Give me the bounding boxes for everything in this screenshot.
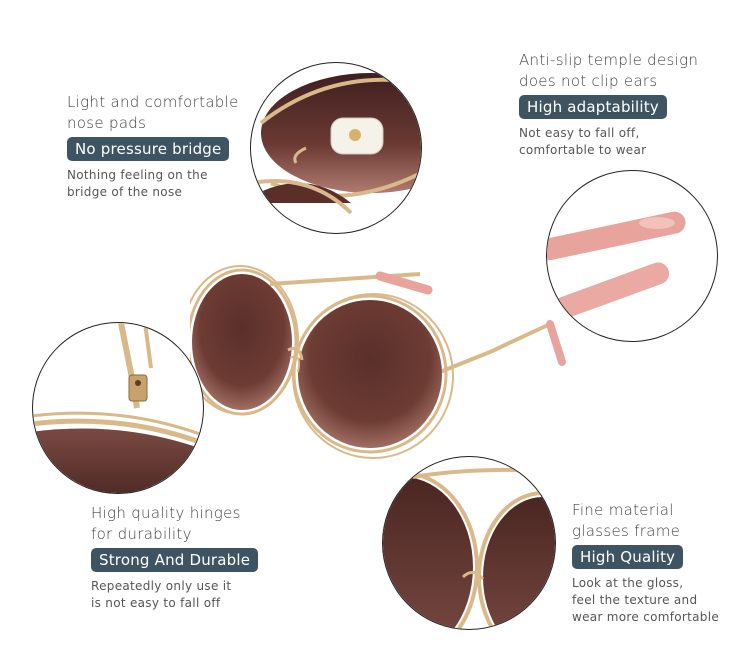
hinge-closeup-image xyxy=(32,322,204,494)
desc-line: Not easy to fall off, xyxy=(519,126,640,140)
desc-line: wear more comfortable xyxy=(572,610,720,624)
feature-title: High quality hinges for durability xyxy=(91,503,258,545)
feature-badge: No pressure bridge xyxy=(67,137,230,161)
feature-nose-pads: Light and comfortable nose pads No press… xyxy=(67,92,239,201)
title-line: Anti-slip temple design xyxy=(519,51,699,69)
feature-title: Light and comfortable nose pads xyxy=(67,92,239,134)
desc-line: Repeatedly only use it xyxy=(91,579,232,593)
title-line: High quality hinges xyxy=(91,504,241,522)
temple-tip-closeup-image xyxy=(546,170,718,342)
title-line: nose pads xyxy=(67,114,147,132)
desc-line: comfortable to wear xyxy=(519,143,647,157)
title-line: for durability xyxy=(91,525,192,543)
feature-badge: High adaptability xyxy=(519,95,667,119)
feature-description: Look at the gloss, feel the texture and … xyxy=(572,575,719,626)
title-line: does not clip ears xyxy=(519,72,658,90)
feature-anti-slip-temple: Anti-slip temple design does not clip ea… xyxy=(519,50,698,159)
feature-frame-material: Fine material glasses frame High Quality… xyxy=(572,500,719,626)
title-line: Light and comfortable xyxy=(67,93,239,111)
nose-pad-closeup-image xyxy=(250,62,422,234)
frame-closeup-image xyxy=(382,456,556,630)
feature-hinges: High quality hinges for durability Stron… xyxy=(91,503,259,612)
feature-title: Fine material glasses frame xyxy=(572,500,719,542)
feature-title: Anti-slip temple design does not clip ea… xyxy=(519,50,698,92)
feature-badge: High Quality xyxy=(572,545,684,569)
desc-line: is not easy to fall off xyxy=(91,596,221,610)
sunglasses-product-image xyxy=(181,262,580,462)
feature-badge: Strong And Durable xyxy=(91,548,259,572)
feature-description: Not easy to fall off, comfortable to wea… xyxy=(519,125,698,159)
desc-line: feel the texture and xyxy=(572,593,698,607)
title-line: Fine material xyxy=(572,501,674,519)
feature-description: Nothing feeling on the bridge of the nos… xyxy=(67,167,239,201)
desc-line: bridge of the nose xyxy=(67,185,183,199)
feature-description: Repeatedly only use it is not easy to fa… xyxy=(91,578,258,612)
desc-line: Nothing feeling on the xyxy=(67,168,208,182)
title-line: glasses frame xyxy=(572,522,681,540)
desc-line: Look at the gloss, xyxy=(572,576,684,590)
